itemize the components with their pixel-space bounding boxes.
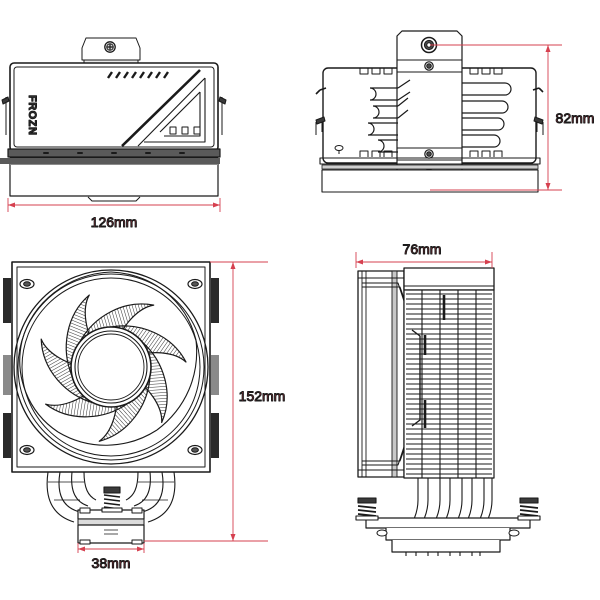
dimension-38mm <box>77 543 145 553</box>
top-view-fin-block <box>0 157 541 193</box>
spring-screw-icon <box>101 486 123 513</box>
dimension-label-152mm: 152mm <box>239 388 286 404</box>
dimension-label-76mm: 76mm <box>403 241 442 257</box>
corner-screw-icon <box>19 444 35 456</box>
side-fan-bracket <box>357 270 415 478</box>
dimension-126mm <box>7 198 221 212</box>
fan-aperture <box>13 269 209 465</box>
spring-screw-icon <box>355 497 379 521</box>
side-profile-view: 76mm <box>355 241 541 556</box>
spring-screw-icon <box>517 497 541 521</box>
dimension-label-126mm: 126mm <box>91 214 138 230</box>
dimension-152mm <box>144 261 268 542</box>
aluminium-fin-stack <box>403 289 495 479</box>
corner-screw-icon <box>187 278 203 290</box>
heatsink-fin-block-front <box>7 148 221 202</box>
corner-screw-icon <box>187 444 203 456</box>
top-view-clips <box>315 87 544 135</box>
fan-front-view: 152mm 38mm <box>3 261 286 572</box>
vent-slots <box>107 71 169 79</box>
top-frame-notches <box>334 68 503 157</box>
brand-logo-text: FROZN <box>26 95 38 135</box>
dimension-label-38mm: 38mm <box>92 555 131 571</box>
spring-screws-side <box>355 497 541 521</box>
top-mount-bracket <box>81 37 141 65</box>
top-plan-view: 82mm <box>0 30 595 193</box>
mounting-bracket-bar <box>365 517 531 553</box>
cpu-base-block <box>77 486 145 545</box>
fan-side-clips <box>1 96 227 135</box>
dimension-label-82mm: 82mm <box>556 110 595 126</box>
shroud-diagonal-stripes <box>121 69 206 147</box>
heat-pipes-top <box>367 79 512 153</box>
fan-shroud-body: FROZN <box>9 62 219 152</box>
fan-corner-screws <box>19 278 203 456</box>
heat-pipes-front <box>46 471 176 523</box>
shroud-indicator-marks <box>169 126 201 135</box>
fin-stack-top-cap <box>403 267 495 291</box>
front-elevation-view: FROZN <box>1 37 227 231</box>
fan-blade-outlines <box>19 271 198 446</box>
dimension-82mm <box>430 44 562 191</box>
dimension-76mm <box>355 252 493 268</box>
corner-screw-icon <box>19 278 35 290</box>
fan-side-rails <box>3 278 219 458</box>
